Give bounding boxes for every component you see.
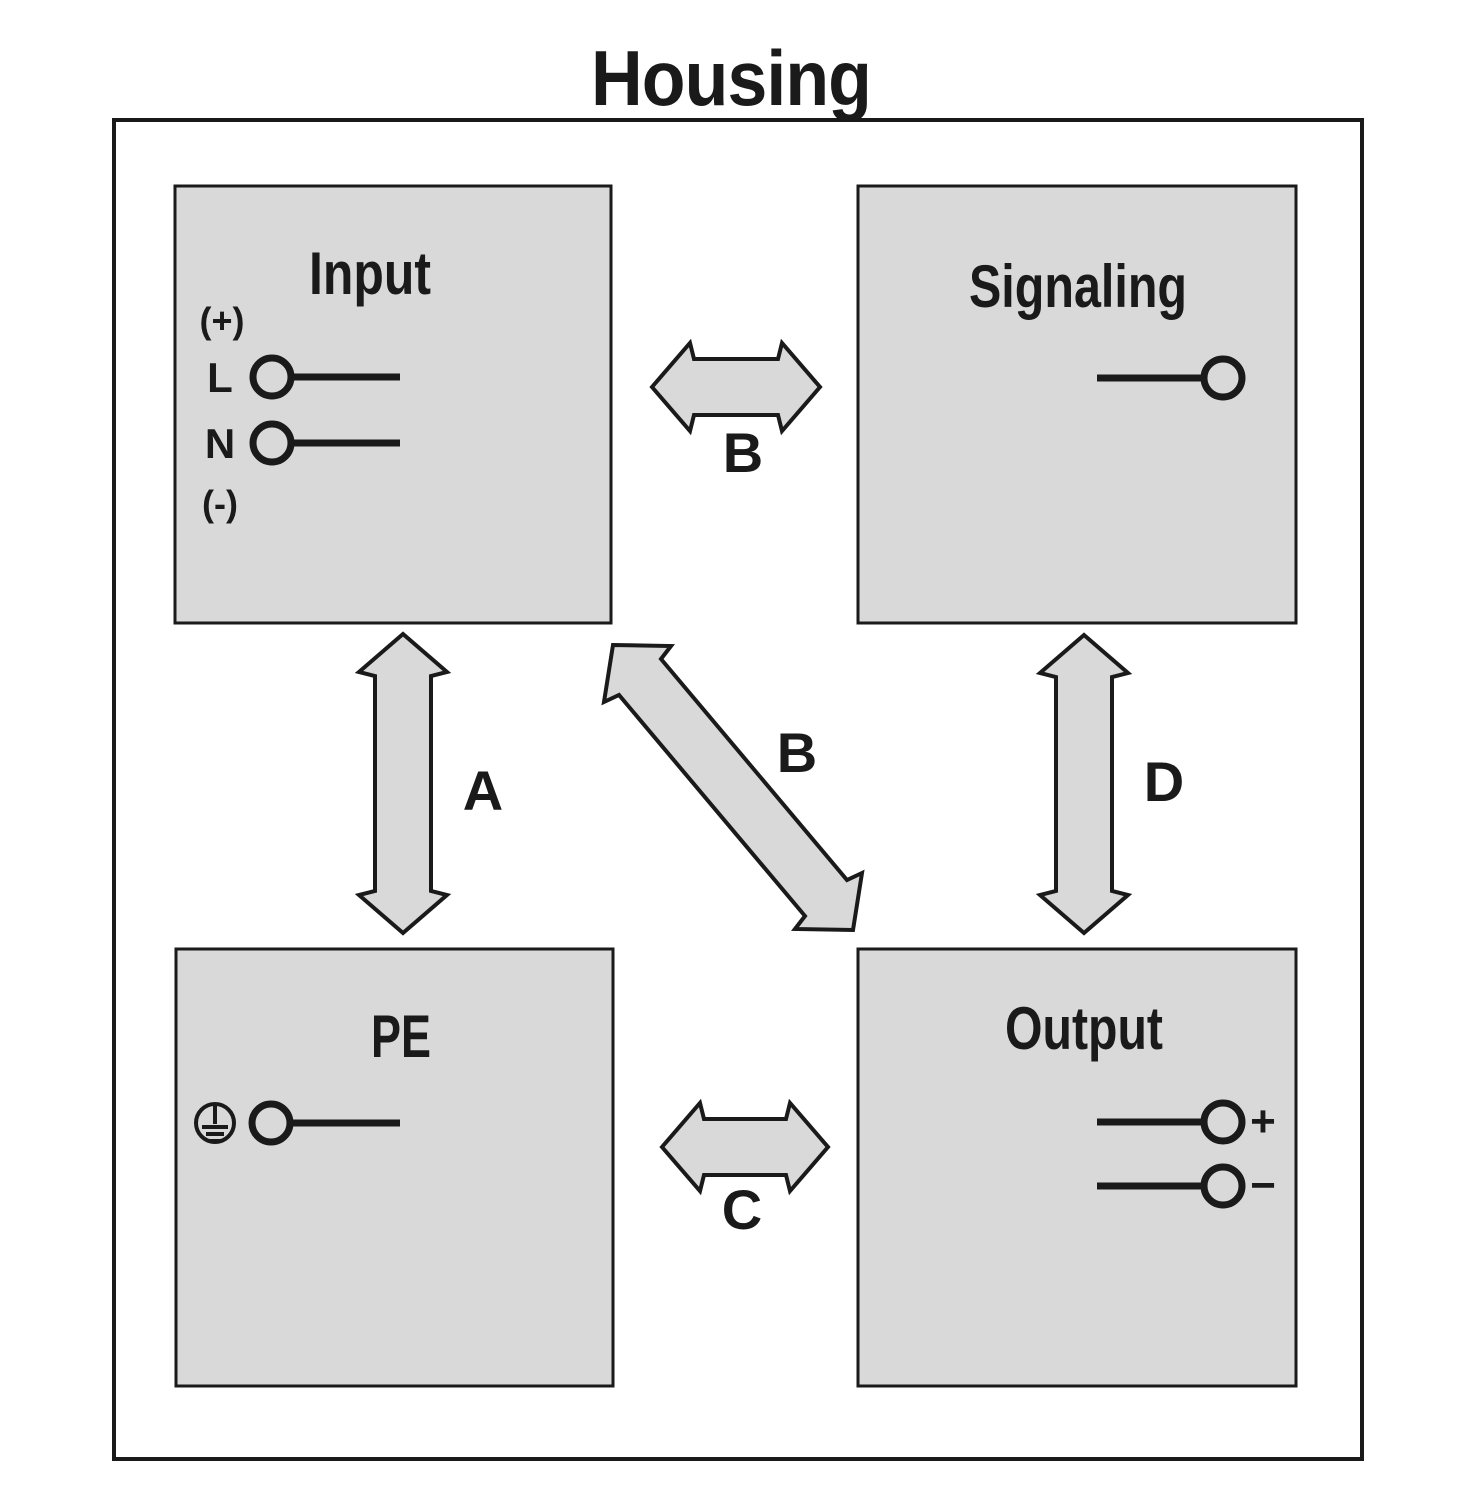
signaling-box <box>856 184 1298 625</box>
output-minus-terminal-circle <box>1200 1163 1246 1209</box>
block-input: Input (+) L N (-) <box>173 184 613 625</box>
arrow-signaling-output <box>1035 632 1133 936</box>
input-plus-label: (+) <box>200 300 245 341</box>
input-box <box>173 184 613 625</box>
arrow-pe-output <box>659 1098 831 1196</box>
input-n-label: N <box>205 420 235 467</box>
arrow-input-pe <box>354 631 452 936</box>
output-plus-label: + <box>1250 1097 1276 1146</box>
arrow-label-a: A <box>463 759 503 822</box>
arrow-input-output <box>601 642 865 933</box>
output-label: Output <box>1005 995 1163 1062</box>
block-signaling: Signaling <box>856 184 1298 625</box>
input-label: Input <box>309 240 431 307</box>
arrow-input-signaling <box>649 338 823 436</box>
housing-frame <box>112 118 1364 1461</box>
output-plus-terminal-circle <box>1200 1099 1246 1145</box>
page-title: Housing <box>591 34 871 122</box>
input-minus-label: (-) <box>202 483 238 524</box>
input-l-terminal-circle <box>249 354 295 400</box>
pe-terminal-circle <box>248 1100 294 1146</box>
input-l-label: L <box>207 354 233 401</box>
arrow-label-b-top: B <box>723 421 763 484</box>
signaling-terminal-circle <box>1200 355 1246 401</box>
signaling-label: Signaling <box>969 253 1187 320</box>
arrow-label-d: D <box>1144 750 1184 813</box>
block-pe: PE <box>174 947 615 1388</box>
arrow-label-b-diagonal: B <box>777 721 817 784</box>
block-output: Output + − <box>856 947 1298 1388</box>
input-n-terminal-circle <box>249 420 295 466</box>
output-minus-label: − <box>1250 1161 1276 1210</box>
pe-label: PE <box>371 1003 431 1070</box>
pe-box <box>174 947 615 1388</box>
protective-earth-icon <box>194 1102 236 1144</box>
arrow-label-c: C <box>722 1178 762 1241</box>
